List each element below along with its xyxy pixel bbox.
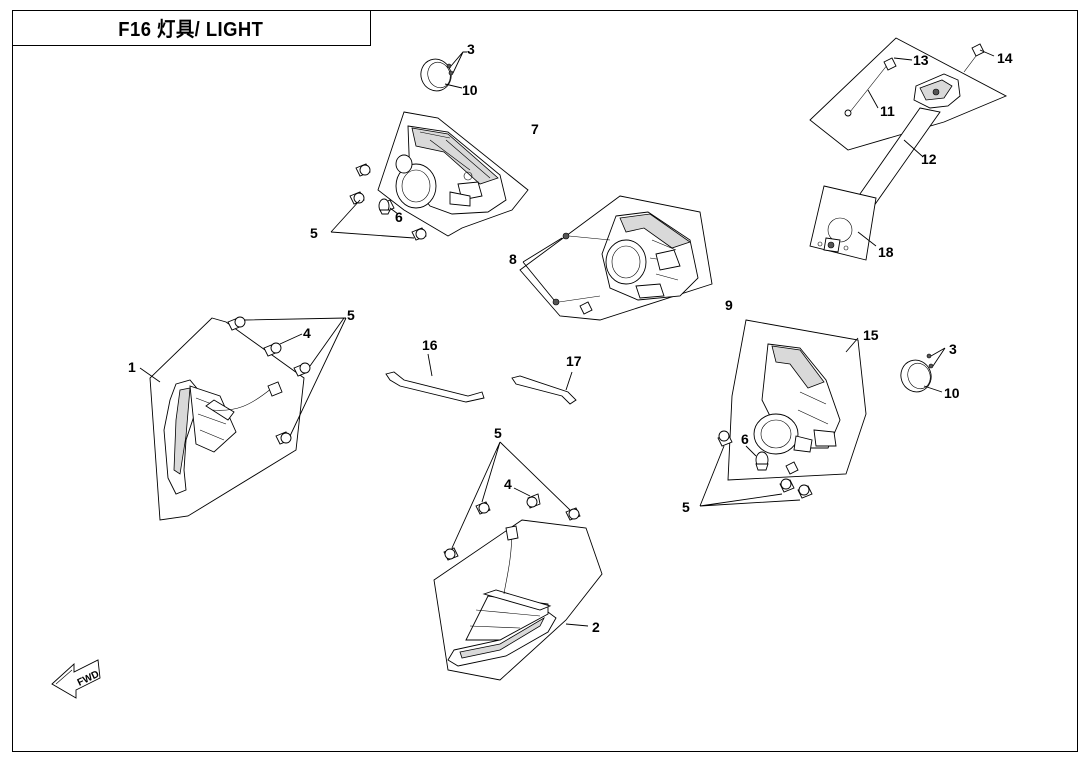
bulb-6-top — [378, 198, 391, 215]
screw-group-5-left — [227, 316, 311, 445]
side-light-1 — [149, 317, 305, 521]
callout-3-right: 3 — [949, 341, 957, 357]
callout-4-left: 4 — [303, 325, 311, 341]
callout-5-bottom: 5 — [494, 425, 502, 441]
callout-4-bottom: 4 — [504, 476, 512, 492]
title-block: F16 灯具/ LIGHT — [12, 10, 371, 46]
callout-5-top: 5 — [310, 225, 318, 241]
callout-1: 1 — [128, 359, 136, 375]
front-light-2 — [433, 519, 603, 681]
callout-10-top: 10 — [462, 82, 478, 98]
callout-6-right: 6 — [741, 431, 749, 447]
callout-3-top: 3 — [467, 41, 475, 57]
callout-11: 11 — [880, 103, 895, 119]
callout-14: 14 — [997, 50, 1013, 66]
callout-16: 16 — [422, 337, 438, 353]
headlight-15 — [727, 319, 867, 481]
stay-16 — [385, 371, 485, 403]
callout-5-left: 5 — [347, 307, 355, 323]
callout-10-right: 10 — [944, 385, 960, 401]
callout-18: 18 — [878, 244, 894, 260]
license-light-assembly — [809, 37, 1008, 261]
callout-7: 7 — [531, 121, 539, 137]
stay-17 — [511, 375, 577, 405]
callout-6-top: 6 — [395, 209, 403, 225]
screw-group-5-bottom — [443, 493, 581, 561]
reflector-right — [900, 353, 934, 393]
callout-5-right: 5 — [682, 499, 690, 515]
callout-2: 2 — [592, 619, 600, 635]
callout-9: 9 — [725, 297, 733, 313]
headlight-housing-7 — [377, 111, 529, 237]
bolt-8 — [552, 232, 611, 315]
headlight-9 — [519, 195, 713, 321]
callout-8: 8 — [509, 251, 517, 267]
screw-group-5-right — [717, 430, 813, 499]
page-title: F16 灯具/ LIGHT — [118, 19, 264, 41]
callout-13: 13 — [913, 52, 929, 68]
bulb-6-right — [755, 451, 769, 471]
drawing-frame — [12, 10, 1078, 752]
callout-15: 15 — [863, 327, 879, 343]
callout-17: 17 — [566, 353, 582, 369]
forward-arrow-icon: FWD — [51, 659, 101, 699]
reflector-top — [420, 58, 454, 92]
callout-12: 12 — [921, 151, 937, 167]
